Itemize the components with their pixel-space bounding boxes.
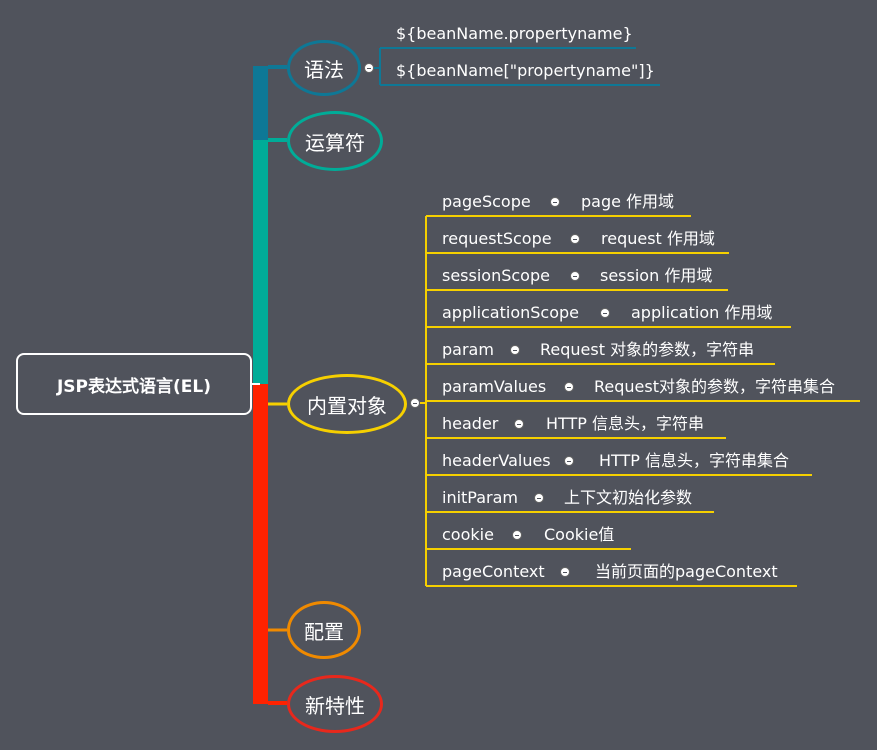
- implicit-object-name: pageScope: [442, 192, 531, 211]
- implicit-object-desc: Request对象的参数，字符串集合: [594, 377, 835, 396]
- implicit-object-desc: HTTP 信息头，字符串: [546, 414, 705, 433]
- branch-operators-label: 运算符: [305, 130, 365, 155]
- implicit-object-desc: HTTP 信息头，字符串集合: [599, 451, 790, 470]
- implicit-object-desc: session 作用域: [600, 266, 713, 285]
- implicit-object-desc: 当前页面的pageContext: [595, 562, 778, 581]
- branch-config-label: 配置: [304, 619, 344, 644]
- implicit-object-name: initParam: [442, 488, 519, 507]
- trunk-segment-mid: [253, 140, 268, 384]
- implicit-object-name: requestScope: [442, 229, 552, 248]
- branch-syntax-label: 语法: [304, 57, 344, 82]
- branch-implicit-objects[interactable]: 内置对象: [287, 374, 407, 434]
- implicit-object-name: pageContext: [442, 562, 545, 581]
- trunk-segment-top: [253, 66, 268, 140]
- collapse-row-icon[interactable]: [564, 382, 574, 392]
- implicit-object-desc: request 作用域: [601, 229, 715, 248]
- collapse-syntax-icon[interactable]: [364, 63, 374, 73]
- collapse-row-icon[interactable]: [600, 308, 610, 318]
- collapse-row-icon[interactable]: [514, 419, 524, 429]
- collapse-row-icon[interactable]: [534, 493, 544, 503]
- collapse-row-icon[interactable]: [550, 197, 560, 207]
- branch-implicit-objects-label: 内置对象: [307, 393, 387, 418]
- branch-operators[interactable]: 运算符: [287, 111, 383, 171]
- branch-new-features-label: 新特性: [305, 693, 365, 718]
- implicit-object-name: cookie: [442, 525, 494, 544]
- implicit-object-name: paramValues: [442, 377, 547, 396]
- collapse-row-icon[interactable]: [510, 345, 520, 355]
- implicit-object-name: sessionScope: [442, 266, 550, 285]
- branch-new-features[interactable]: 新特性: [287, 675, 383, 733]
- collapse-row-icon[interactable]: [560, 567, 570, 577]
- collapse-row-icon[interactable]: [512, 530, 522, 540]
- implicit-object-desc: 上下文初始化参数: [564, 488, 693, 507]
- implicit-object-desc: Cookie值: [544, 525, 615, 544]
- collapse-implicit-objects-icon[interactable]: [410, 398, 420, 408]
- collapse-row-icon[interactable]: [564, 456, 574, 466]
- branch-syntax[interactable]: 语法: [287, 40, 361, 96]
- implicit-object-name: headerValues: [442, 451, 551, 470]
- syntax-item: ${beanName["propertyname"]}: [396, 61, 655, 80]
- syntax-item: ${beanName.propertyname}: [396, 24, 633, 43]
- branch-config[interactable]: 配置: [287, 601, 361, 659]
- implicit-object-name: applicationScope: [442, 303, 579, 322]
- root-label: JSP表达式语言(EL): [56, 376, 211, 397]
- trunk-segment-bottom: [253, 384, 268, 704]
- implicit-object-desc: Request 对象的参数，字符串: [540, 340, 755, 359]
- implicit-object-name: param: [442, 340, 494, 359]
- root-node[interactable]: JSP表达式语言(EL): [16, 353, 252, 415]
- collapse-row-icon[interactable]: [570, 234, 580, 244]
- collapse-row-icon[interactable]: [570, 271, 580, 281]
- implicit-object-desc: application 作用域: [631, 303, 773, 322]
- implicit-object-name: header: [442, 414, 499, 433]
- implicit-object-desc: page 作用域: [581, 192, 675, 211]
